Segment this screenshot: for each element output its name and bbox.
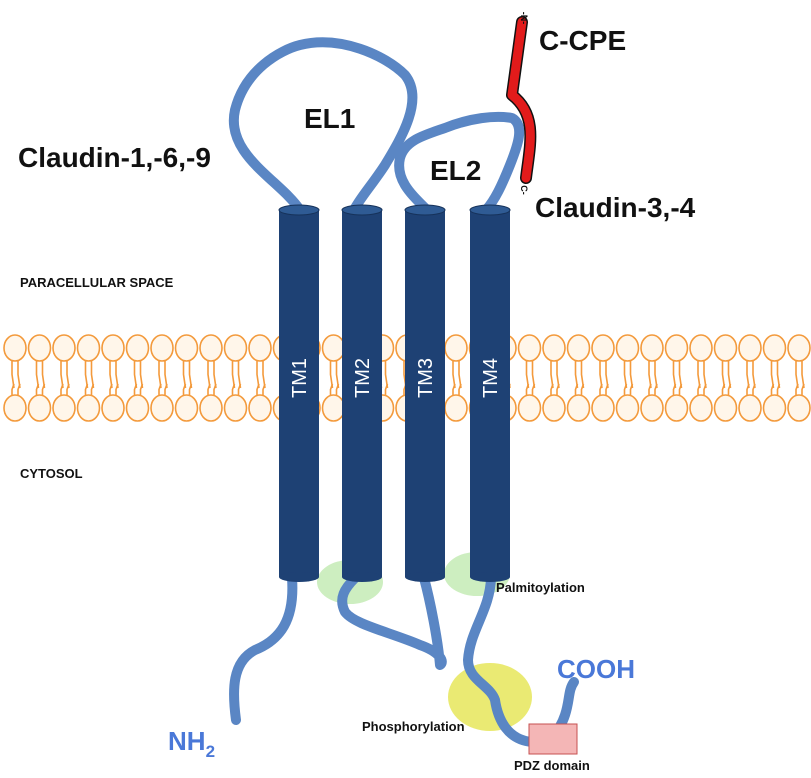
lipid-outer [150, 334, 174, 389]
claudin-left-label: Claudin-1,-6,-9 [18, 142, 211, 173]
lipid-inner [615, 383, 640, 422]
lipid-outer [591, 334, 615, 389]
lipid-outer [517, 334, 542, 389]
lipid-inner [591, 383, 615, 422]
lipid-outer [738, 334, 762, 389]
lipid-outer [101, 334, 125, 389]
el1-label: EL1 [304, 103, 355, 134]
lipid-inner [566, 383, 591, 422]
lipid-outer [199, 334, 223, 389]
cpe-n-terminus: -N- [519, 12, 529, 25]
nh2-label: NH2 [168, 726, 215, 761]
helix-tm4: TM4 [469, 204, 511, 582]
lipid-inner [713, 383, 738, 422]
lipid-outer [174, 334, 199, 389]
lipid-inner [223, 383, 248, 422]
lipid-inner [101, 383, 125, 422]
transmembrane-helices: TM1 TM2 TM3 TM4 [278, 204, 511, 582]
helix-tm2: TM2 [341, 204, 383, 582]
lipid-outer [542, 334, 566, 389]
lipid-outer [3, 334, 27, 389]
el1-loop [228, 37, 418, 215]
lipid-outer [787, 334, 811, 389]
lipid-outer [321, 334, 346, 389]
lipid-inner [150, 383, 174, 422]
nh2-tail [228, 573, 298, 725]
lipid-outer [640, 334, 664, 389]
lipid-outer [664, 334, 689, 389]
lipid-inner [444, 383, 468, 422]
lipid-inner [787, 383, 811, 422]
lipid-outer [444, 334, 468, 389]
helix-label: TM1 [289, 358, 311, 398]
lipid-inner [125, 383, 150, 422]
lipid-inner [199, 383, 223, 422]
lipid-inner [664, 383, 689, 422]
helix-tm1: TM1 [278, 204, 320, 582]
lipid-outer [76, 334, 101, 389]
helix-label: TM2 [352, 358, 374, 398]
cooh-tail [463, 573, 579, 747]
cpe-fragment-fill [507, 17, 535, 183]
lipid-outer [223, 334, 248, 389]
cooh-label: COOH [557, 654, 635, 684]
lipid-inner [248, 383, 272, 422]
helix-label: TM3 [415, 358, 437, 398]
lipid-inner [517, 383, 542, 422]
lipid-inner [174, 383, 199, 422]
helix-label: TM4 [480, 358, 502, 398]
lipid-inner [738, 383, 762, 422]
helix-tm3: TM3 [404, 204, 446, 582]
intracellular-loop [337, 573, 447, 670]
lipid-outer [615, 334, 640, 389]
cpe-label: C-CPE [539, 25, 626, 56]
lipid-outer [762, 334, 787, 389]
nh2-subscript: 2 [206, 742, 215, 761]
lipid-inner [27, 383, 52, 422]
el2-loop [394, 111, 525, 215]
lipid-outer [125, 334, 150, 389]
lipid-inner [640, 383, 664, 422]
lipid-outer [689, 334, 713, 389]
lipid-outer [713, 334, 738, 389]
pdz-label: PDZ domain [514, 758, 590, 773]
cytosol-label: CYTOSOL [20, 466, 83, 481]
palmitoylation-label: Palmitoylation [496, 580, 585, 595]
lipid-inner [3, 383, 27, 422]
lipid-inner [762, 383, 787, 422]
lipid-inner [52, 383, 76, 422]
lipid-inner [321, 383, 346, 422]
claudin-right-label: Claudin-3,-4 [535, 192, 696, 223]
paracellular-label: PARACELLULAR SPACE [20, 275, 174, 290]
pdz-domain-box [528, 723, 578, 755]
cpe-c-terminus: C- [519, 185, 529, 195]
lipid-inner [76, 383, 101, 422]
lipid-outer [52, 334, 76, 389]
lipid-outer [566, 334, 591, 389]
phosphorylation-label: Phosphorylation [362, 719, 465, 734]
lipid-outer [248, 334, 272, 389]
el2-label: EL2 [430, 155, 481, 186]
lipid-inner [542, 383, 566, 422]
lipid-outer [27, 334, 52, 389]
lipid-inner [689, 383, 713, 422]
